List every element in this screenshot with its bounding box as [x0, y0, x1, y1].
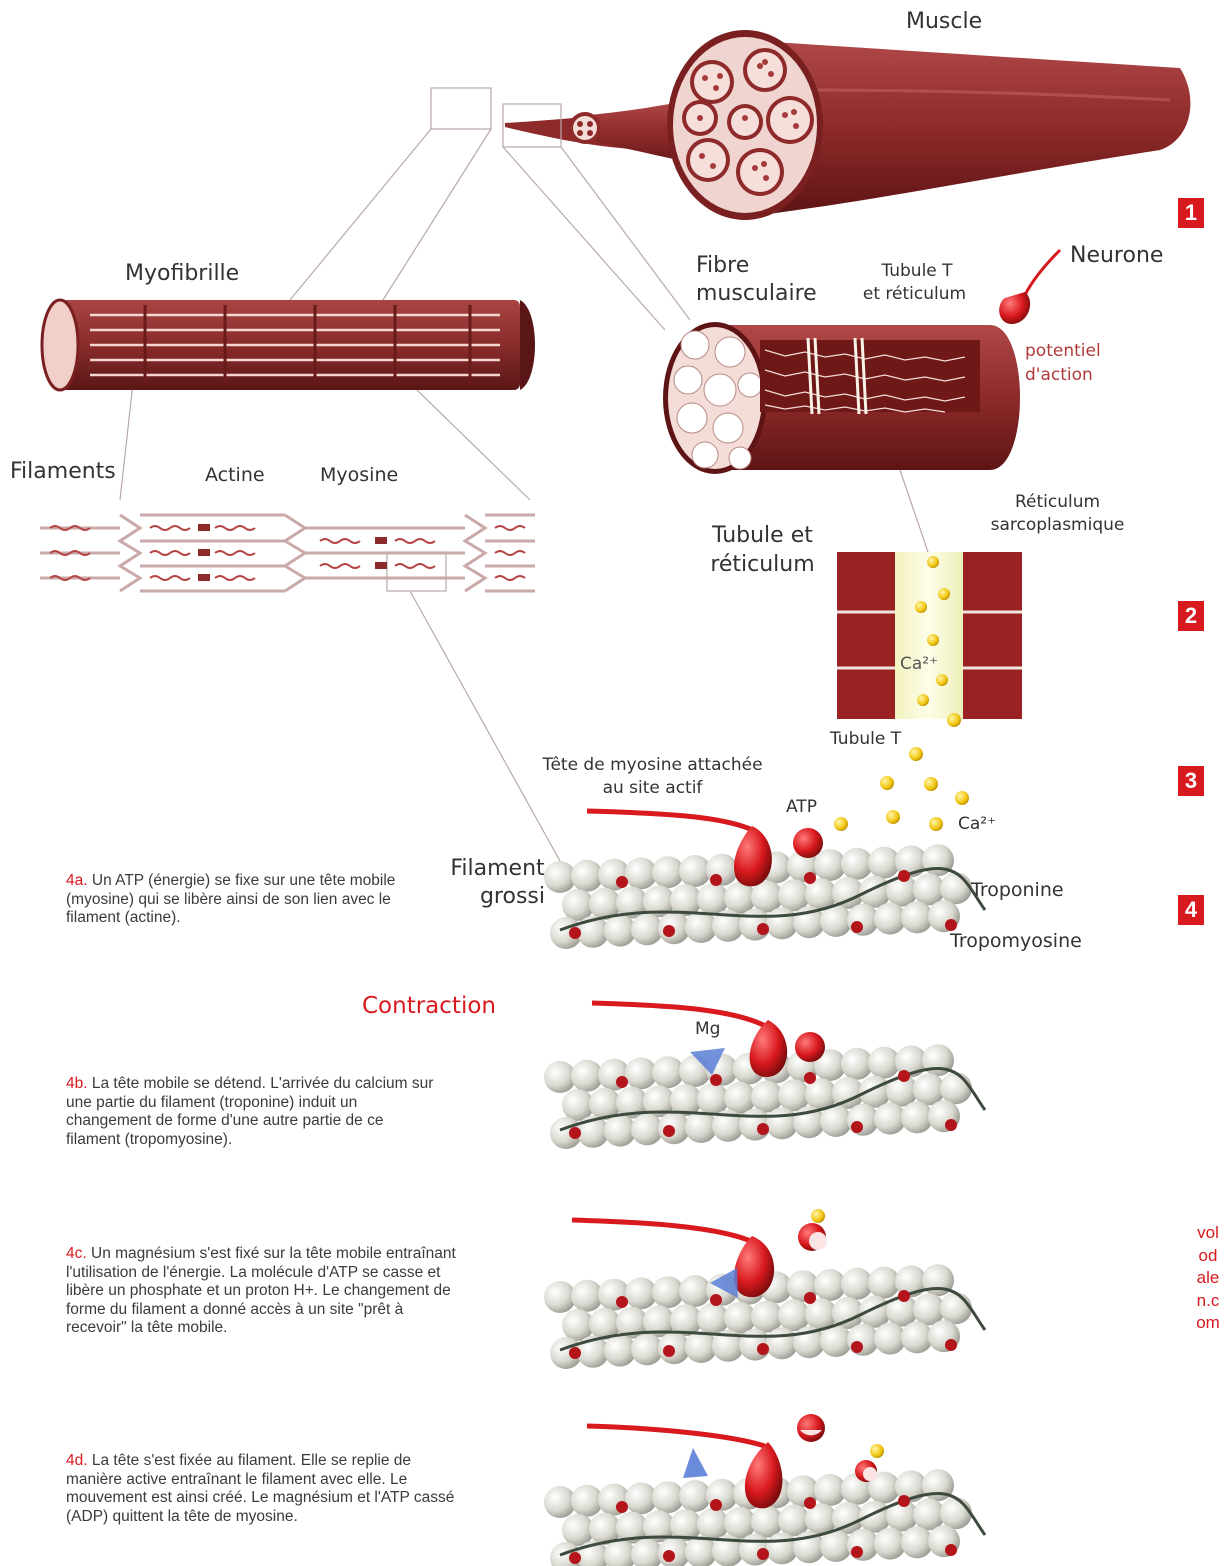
label-contraction: Contraction	[362, 993, 496, 1019]
troponin-dot	[757, 1343, 769, 1355]
actin-bead	[940, 872, 972, 904]
label-troponine: Troponine	[971, 880, 1064, 901]
step-badge-2: 2	[1178, 601, 1204, 631]
description-text: La tête mobile se détend. L'arrivée du c…	[66, 1075, 433, 1148]
troponin-dot	[898, 1495, 910, 1507]
troponin-dot	[898, 1290, 910, 1302]
troponin-dot	[569, 927, 581, 939]
troponin-dot	[804, 872, 816, 884]
troponin-dot	[710, 874, 722, 886]
fibre-musculaire-drawing	[663, 322, 1020, 474]
troponin-dot	[710, 1074, 722, 1086]
troponin-dot	[851, 1546, 863, 1558]
label-tubule-t-1: Tubule T	[862, 262, 972, 281]
troponin-dot	[569, 1552, 581, 1564]
label-tropomyosine: Tropomyosine	[950, 931, 1082, 952]
troponin-dot	[710, 1294, 722, 1306]
troponin-dot	[945, 1339, 957, 1351]
troponin-dot	[569, 1347, 581, 1359]
actin-bead	[940, 1292, 972, 1324]
label-mg: Mg	[695, 1020, 720, 1039]
label-filaments: Filaments	[10, 460, 116, 484]
mg-wedge-4d	[683, 1448, 708, 1478]
troponin-dot	[945, 1544, 957, 1556]
tubule-reticulum-drawing	[837, 552, 1022, 719]
label-tubule-reticulum-2: réticulum	[705, 553, 820, 577]
actin-bead	[940, 1072, 972, 1104]
description-text: La tête s'est fixée au filament. Elle se…	[66, 1452, 454, 1525]
troponin-dot	[898, 1070, 910, 1082]
label-actine: Actine	[205, 465, 265, 486]
label-ca-outer: Ca²⁺	[958, 815, 996, 834]
description-code: 4c.	[66, 1245, 87, 1262]
label-fibre-1: Fibre	[696, 254, 749, 278]
label-ca-inner: Ca²⁺	[900, 655, 938, 674]
troponin-dot	[804, 1497, 816, 1509]
site-watermark: volodalen.com	[1196, 1222, 1220, 1335]
actin-bead	[940, 1497, 972, 1529]
troponin-dot	[616, 1076, 628, 1088]
troponin-dot	[616, 876, 628, 888]
muscle-drawing	[505, 30, 1190, 220]
troponin-dot	[851, 921, 863, 933]
troponin-dot	[569, 1127, 581, 1139]
troponin-dot	[757, 1123, 769, 1135]
label-filament-grossi-2: grossi	[450, 885, 545, 909]
troponin-dot	[851, 1341, 863, 1353]
label-filament-grossi-1: Filament	[450, 857, 545, 881]
troponin-dot	[804, 1292, 816, 1304]
label-tete-myosine-1: Tête de myosine attachée	[535, 756, 770, 775]
label-atp: ATP	[786, 798, 817, 817]
label-neurone: Neurone	[1070, 244, 1163, 268]
description-4b: 4b. La tête mobile se détend. L'arrivée …	[66, 1075, 436, 1149]
troponin-dot	[945, 1119, 957, 1131]
step-badge-3: 3	[1178, 766, 1204, 796]
description-4c: 4c. Un magnésium s'est fixé sur la tête …	[66, 1245, 466, 1338]
step-badge-1: 1	[1178, 198, 1204, 228]
label-tubule-reticulum-1: Tubule et	[705, 524, 820, 548]
description-code: 4a.	[66, 872, 88, 889]
step-badge-4: 4	[1178, 895, 1204, 925]
troponin-dot	[851, 1121, 863, 1133]
troponin-dot	[710, 1499, 722, 1511]
description-text: Un magnésium s'est fixé sur la tête mobi…	[66, 1245, 456, 1336]
myofibrille-drawing	[42, 300, 535, 390]
label-tubule-t-2: et réticulum	[857, 285, 972, 304]
label-reticulum-1: Réticulum	[985, 493, 1130, 512]
description-4a: 4a. Un ATP (énergie) se fixe sur une têt…	[66, 872, 426, 928]
label-tete-myosine-2: au site actif	[535, 779, 770, 798]
label-fibre-2: musculaire	[696, 282, 817, 306]
label-myosine: Myosine	[320, 465, 398, 486]
label-potentiel-2: d'action	[1025, 366, 1093, 385]
description-code: 4d.	[66, 1452, 88, 1469]
description-code: 4b.	[66, 1075, 88, 1092]
neurone-drawing	[999, 250, 1060, 324]
troponin-dot	[616, 1296, 628, 1308]
description-text: Un ATP (énergie) se fixe sur une tête mo…	[66, 872, 395, 926]
troponin-dot	[663, 1345, 675, 1357]
troponin-dot	[663, 925, 675, 937]
troponin-dot	[804, 1072, 816, 1084]
troponin-dot	[663, 1550, 675, 1562]
label-reticulum-2: sarcoplasmique	[985, 516, 1130, 535]
troponin-dot	[616, 1501, 628, 1513]
troponin-dot	[663, 1125, 675, 1137]
label-tubule-t: Tubule T	[830, 730, 901, 749]
troponin-dot	[898, 870, 910, 882]
troponin-dot	[757, 1548, 769, 1560]
filaments-drawing	[40, 515, 535, 591]
label-muscle: Muscle	[906, 10, 982, 34]
label-potentiel-1: potentiel	[1025, 342, 1101, 361]
troponin-dot	[757, 923, 769, 935]
label-myofibrille: Myofibrille	[125, 262, 239, 286]
description-4d: 4d. La tête s'est fixée au filament. Ell…	[66, 1452, 461, 1526]
